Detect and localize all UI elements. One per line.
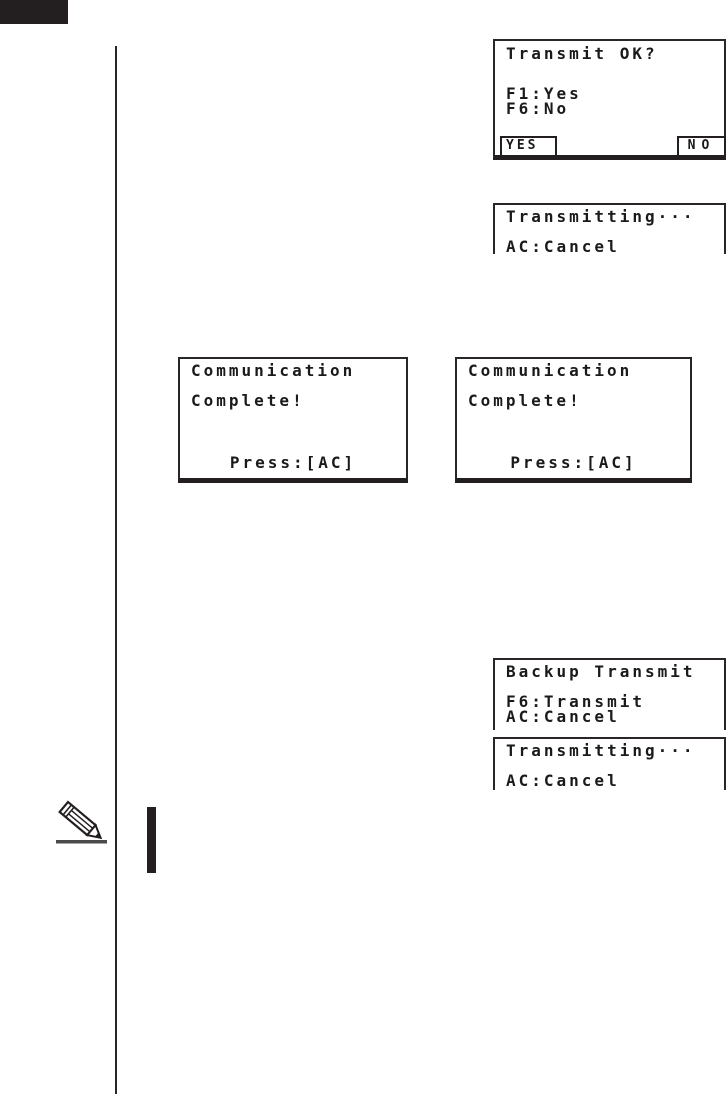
note-change-bar [147,807,156,873]
screen-transmit-ok: Transmit OK? F1:Yes F6:No YES NO [493,39,726,160]
lcd-text-line: AC:Cancel [506,771,620,790]
lcd-press-ac-prompt: Press:[AC] [510,453,637,472]
lcd-text-line: Transmitting··· [506,207,696,226]
screen-backup-transmit: Backup Transmit F6:Transmit AC:Cancel [493,658,726,730]
lcd-text-line: AC:Cancel [506,237,620,256]
lcd-text-line: F6:Transmit [506,692,645,711]
pencil-icon [56,800,107,844]
softkey-no: NO [677,136,726,155]
lcd-text-line: Communication [191,361,356,380]
screen-transmitting-upper: Transmitting··· AC:Cancel [493,203,726,256]
lcd-text-line: Transmit OK? [506,44,658,63]
lcd-blank-line [506,61,720,86]
lcd-text-line: Complete! [191,391,305,410]
lcd-press-ac-prompt: Press:[AC] [229,453,357,472]
screen-communication-complete: Communication Complete! Press:[AC] [178,357,408,483]
lcd-text-line: Communication [468,361,633,380]
lcd-text-line: F1:Yes [506,84,582,103]
lcd-text-line: F6:No [506,99,570,118]
screen-transmitting-lower: Transmitting··· AC:Cancel [493,737,726,790]
lcd-text-line: Transmitting··· [506,741,696,760]
chapter-tab-block [0,0,68,24]
lcd-text-line: Backup Transmit [506,662,696,681]
screen-communication-complete: Communication Complete! Press:[AC] [455,357,692,483]
lcd-text-line: AC:Cancel [506,707,620,726]
pencil-underline [56,840,107,844]
lcd-text-line: Complete! [468,391,582,410]
softkey-yes: YES [500,136,557,155]
margin-rule-line [115,46,117,1094]
